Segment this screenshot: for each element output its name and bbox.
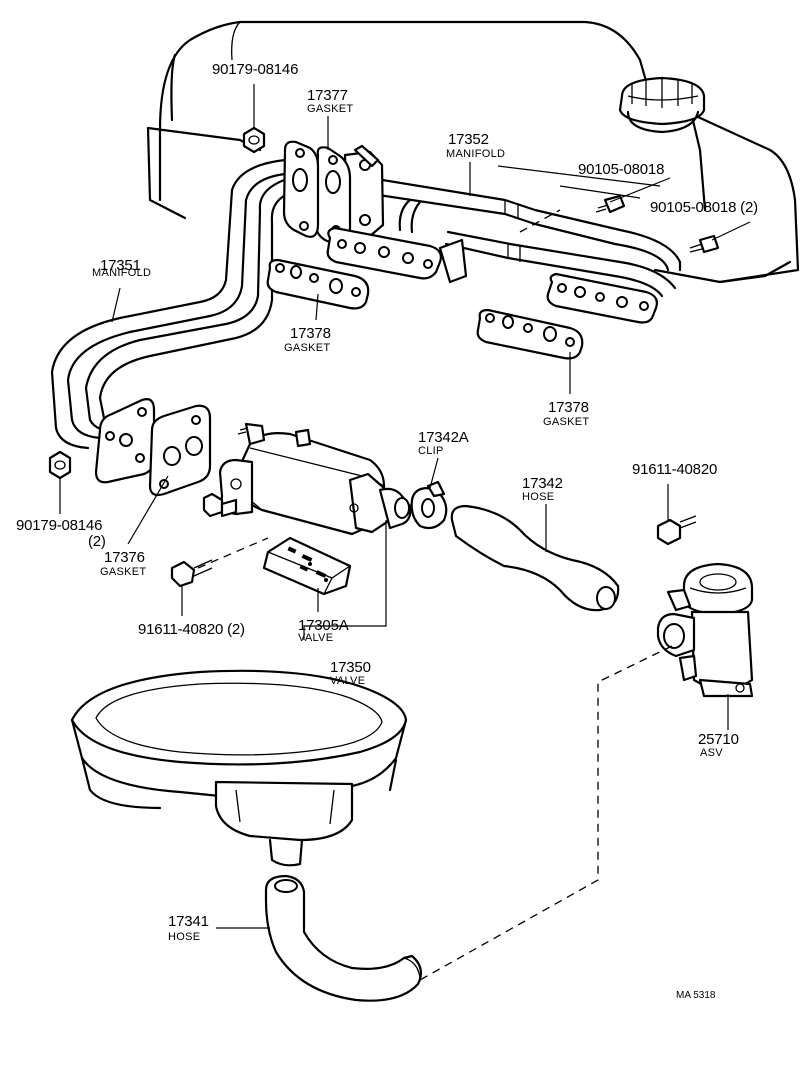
label-90179-08146-top: 90179-08146 <box>212 61 299 78</box>
leader-lines <box>59 84 751 929</box>
label-17341-name: HOSE <box>168 931 201 943</box>
label-90105-08018-b: 90105-08018 (2) <box>650 199 758 216</box>
gasket-17378-left <box>266 258 370 310</box>
label-17378-left-number: 17378 <box>290 325 331 342</box>
manifold-17352 <box>368 176 682 298</box>
label-91611-40820-left: 91611-40820 (2) <box>138 621 245 638</box>
label-17342A-number: 17342A <box>418 429 469 446</box>
label-17377-number: 17377 <box>307 87 348 104</box>
bolt-90105-a <box>595 194 626 214</box>
label-90179-08146-bottom: 90179-08146 <box>16 517 103 534</box>
bolt-91611-left <box>170 559 213 588</box>
air-cleaner <box>70 669 408 867</box>
engine-head-cover <box>146 20 800 284</box>
label-17342A-name: CLIP <box>418 445 444 457</box>
manifold-17351 <box>50 158 294 450</box>
label-17351-name: MANIFOLD <box>92 267 152 279</box>
label-17350-number: 17350 <box>330 659 371 676</box>
label-17378-right-name: GASKET <box>543 416 590 428</box>
label-17351-number: 17351 <box>100 257 141 274</box>
label-25710-number: 25710 <box>698 731 739 748</box>
label-17376-number: 17376 <box>104 549 145 566</box>
label-17378-left-name: GASKET <box>284 342 331 354</box>
flange-17351-end <box>94 398 156 484</box>
label-17305A-name: VALVE <box>298 632 334 644</box>
clip-17342A <box>410 480 448 530</box>
label-17342-name: HOSE <box>522 491 555 503</box>
label-17376-name: GASKET <box>100 566 147 578</box>
label-17341-number: 17341 <box>168 913 209 930</box>
label-17305A-number: 17305A <box>298 617 349 634</box>
label-90179-08146-qty: (2) <box>88 533 106 550</box>
label-17378-right-number: 17378 <box>548 399 589 416</box>
label-90105-08018-a: 90105-08018 <box>578 161 665 178</box>
manifold-flange-top <box>343 144 385 238</box>
label-17352-name: MANIFOLD <box>446 148 506 160</box>
bolt-91611-right <box>656 515 697 546</box>
valve-17305A <box>262 536 352 596</box>
figure-reference: MA 5318 <box>676 990 716 1001</box>
label-17352-number: 17352 <box>448 131 489 148</box>
bolt-90105-b <box>689 234 720 254</box>
flange-17351-top <box>282 140 320 238</box>
connection-lines <box>197 209 673 981</box>
gasket-17376 <box>148 404 212 497</box>
label-91611-40820-right: 91611-40820 <box>632 461 718 478</box>
valve-17350 <box>202 422 412 536</box>
hose-17341 <box>264 874 423 1002</box>
gasket-17378-right <box>476 308 584 360</box>
bracket-right <box>546 272 658 324</box>
nut-90179-top <box>242 126 266 154</box>
label-17350-name: VALVE <box>330 675 366 687</box>
label-25710-name: ASV <box>700 747 723 759</box>
label-17377-name: GASKET <box>307 103 354 115</box>
bracket-left <box>326 226 468 284</box>
label-17342-number: 17342 <box>522 475 563 492</box>
hose-17342 <box>450 504 620 612</box>
asv-25710 <box>656 562 754 698</box>
nut-90179-bottom <box>48 450 72 480</box>
